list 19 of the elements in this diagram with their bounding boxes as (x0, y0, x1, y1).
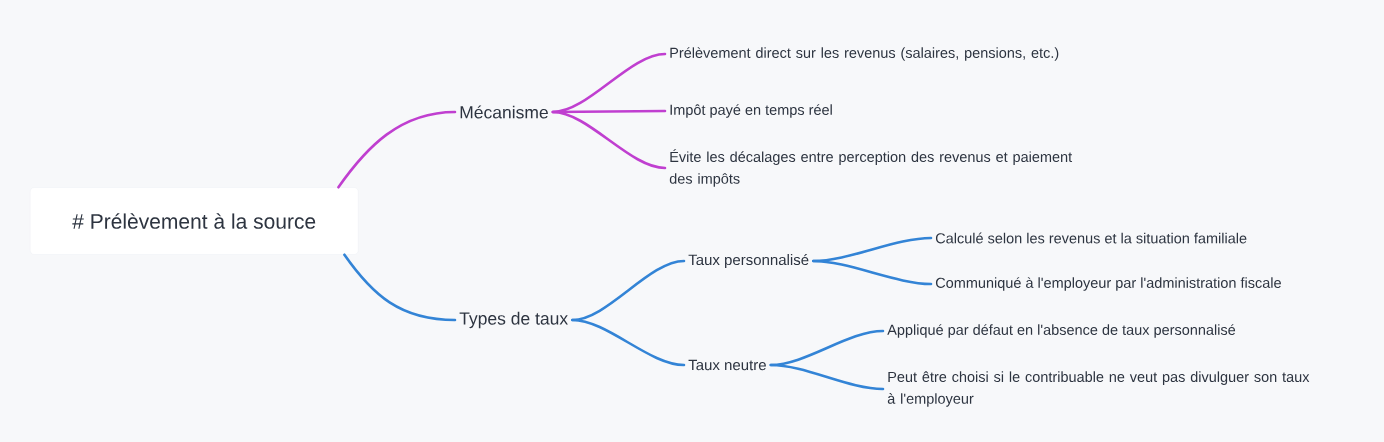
branch-connector (571, 259, 686, 322)
branch-connector (812, 259, 933, 286)
branch-label: Mécanisme (460, 105, 548, 119)
leaf-text: Impôt payé en temps réel (670, 104, 832, 118)
leaf-text: Évite les décalages entre perception des revenus et paiement des impôts (669, 149, 1073, 187)
branch-label: Taux personnalisé (688, 253, 809, 269)
topic-box: # Prélèvement à la source (30, 187, 359, 255)
branch-connector (769, 363, 885, 391)
leaf-text: Prélèvement direct sur les revenus (salaires, pensions, etc.) (670, 47, 1059, 61)
branch-label: Taux neutre (688, 359, 766, 371)
branch-connector (337, 110, 457, 189)
leaf-text: Communiqué à l'employeur par l'administration fiscale (935, 277, 1281, 291)
leaf-text: Calculé selon les revenus et la situation familiale (935, 232, 1247, 244)
leaf-text: Appliqué par défaut en l'absence de taux personnalisé (887, 324, 1236, 338)
branch-connector (343, 253, 457, 322)
branch-label: Types de taux (459, 311, 568, 329)
branch-connector (571, 318, 686, 367)
branch-connector (551, 110, 667, 170)
leaf-text: Peut être choisi si le contribuable ne veut pas divulguer son taux à l'employeur (887, 371, 1310, 407)
